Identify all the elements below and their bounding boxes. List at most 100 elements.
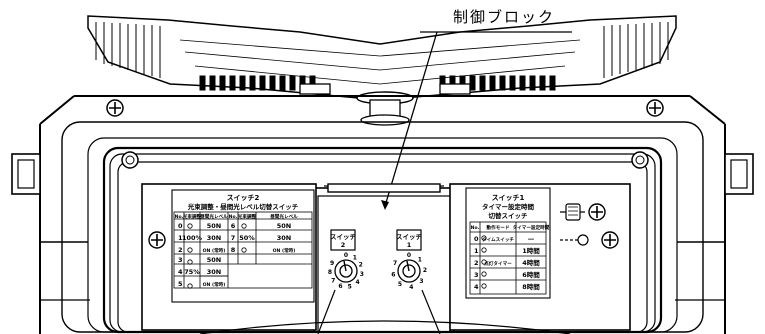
table-row: 3 50N	[178, 256, 221, 264]
switch2-header-dim: 光束調整	[182, 213, 202, 220]
switch1-header-mode: 動作モード	[487, 224, 510, 231]
switch2-label-box: スイッチ 2	[330, 229, 357, 251]
row-number: 2	[178, 246, 183, 254]
housing-body	[11, 95, 754, 334]
switch1-label: スイッチ	[396, 233, 423, 241]
table-row: 1 1時間	[474, 246, 540, 255]
switch2-header-no-2: No.	[229, 214, 238, 220]
table-row: 1 100% 30N	[178, 234, 221, 242]
row-level: 50N	[207, 222, 222, 230]
dial-tick-label: 4	[409, 284, 413, 291]
dial-tick-label: 3	[419, 278, 423, 285]
table-row: 0 タイムスイッチ —	[474, 235, 535, 243]
screw-icon	[631, 151, 649, 169]
switch1-subtitle: タイマー設定時間	[482, 202, 535, 211]
dial-tick-label: 4	[356, 279, 360, 286]
row-level: 30N	[207, 268, 222, 276]
row-level: ON (常時)	[273, 247, 296, 254]
switch1-number: 1	[407, 241, 412, 249]
row-number: 4	[178, 268, 183, 276]
row-level: ON (常時)	[203, 247, 226, 254]
switch2-subtitle: 光束調整・昼間光レベル切替スイッチ	[187, 202, 299, 211]
leader-line	[384, 31, 438, 207]
control-block-callout: 制御ブロック	[381, 8, 572, 210]
row-dim-percent: 50%	[239, 234, 255, 242]
switch1-title: スイッチ1	[492, 194, 525, 202]
dial-tick-label: 1	[353, 255, 357, 262]
row-number: 3	[474, 271, 479, 279]
row-mode: タイムスイッチ	[482, 236, 514, 243]
switch1-header-no: No.	[471, 225, 480, 231]
row-time: 6時間	[522, 270, 540, 279]
table-row: 7 50% 30N	[231, 234, 292, 242]
table-row: 2 ON (常時)	[178, 246, 225, 254]
switch2-header-level: 昼間光レベル	[200, 213, 228, 220]
table-row: 5 ON (常時)	[178, 280, 225, 288]
row-number: 7	[231, 234, 236, 242]
table-row: 2 点灯タイマー 4時間	[474, 258, 540, 267]
row-number: 1	[178, 234, 183, 242]
dial-tick-label: 5	[348, 284, 352, 291]
dial-tick-label: 5	[398, 281, 402, 288]
ring-terminal-icon	[560, 231, 619, 249]
row-level: 30N	[277, 234, 292, 242]
heat-sink-assembly	[87, 15, 677, 126]
row-level: 30N	[207, 234, 222, 242]
row-number: 0	[178, 222, 183, 230]
dial-tick-label: 3	[360, 271, 364, 278]
switch1-header-time: タイマー設定時間	[513, 224, 550, 231]
dial-tick-label: 9	[330, 260, 334, 267]
dial-tick-label: 8	[328, 269, 332, 276]
table-row: 4 8時間	[474, 282, 540, 291]
row-number: 4	[474, 283, 479, 291]
dial-tick-label: 0	[407, 252, 411, 259]
row-time: 1時間	[522, 246, 540, 255]
switch1-subtitle-2: 切替スイッチ	[489, 211, 529, 220]
screw-icon	[106, 99, 124, 117]
table-row: 8 ON (常時)	[231, 246, 296, 254]
row-dim-percent: 100%	[182, 234, 203, 242]
table-row: 0 50N	[178, 222, 221, 230]
row-number: 6	[231, 222, 236, 230]
row-number: 3	[178, 256, 183, 264]
row-number: 2	[474, 259, 479, 267]
table-row: 3 6時間	[474, 270, 540, 279]
row-mode: 点灯タイマー	[484, 260, 512, 267]
screw-icon	[121, 151, 139, 169]
dial-tick-label: 2	[359, 262, 363, 269]
row-number: 5	[178, 280, 183, 288]
row-level: 50N	[277, 222, 292, 230]
row-number: 1	[474, 247, 479, 255]
row-level: 50N	[207, 256, 222, 264]
switch1-panel: スイッチ1 タイマー設定時間 切替スイッチ No. 動作モード タイマー設定時間…	[449, 183, 631, 331]
row-dim-percent: 75%	[184, 268, 200, 276]
switch2-number: 2	[341, 241, 346, 249]
dial-tick-label: 6	[391, 272, 395, 279]
ground-terminal-icon	[560, 203, 606, 221]
switch2-header-dim-2: 光束調整	[237, 213, 257, 220]
row-level: ON (常時)	[203, 281, 226, 288]
dial-tick-label: 0	[344, 252, 348, 259]
row-number: 0	[474, 235, 479, 243]
switch2-panel: スイッチ2 光束調整・昼間光レベル切替スイッチ No. 光束調整 昼間光レベル …	[141, 183, 317, 331]
switch2-header-no: No.	[175, 214, 184, 220]
dial-tick-label: 1	[418, 256, 422, 263]
table-row: 4 75% 30N	[178, 268, 221, 276]
switch2-header-level-2: 昼間光レベル	[270, 213, 298, 220]
dial-tick-label: 2	[423, 267, 427, 274]
dial-tick-label: 7	[331, 278, 335, 285]
row-time: —	[528, 235, 535, 243]
control-block-label: 制御ブロック	[453, 8, 555, 26]
switch2-label: スイッチ	[330, 233, 357, 241]
dial-tick-label: 7	[393, 260, 397, 267]
row-time: 8時間	[522, 282, 540, 291]
switch1-label-box: スイッチ 1	[396, 229, 423, 251]
row-time: 4時間	[522, 258, 540, 267]
row-number: 8	[231, 246, 236, 254]
table-row: 6 50N	[231, 222, 292, 230]
screw-icon	[148, 231, 166, 249]
screw-icon	[646, 99, 664, 117]
